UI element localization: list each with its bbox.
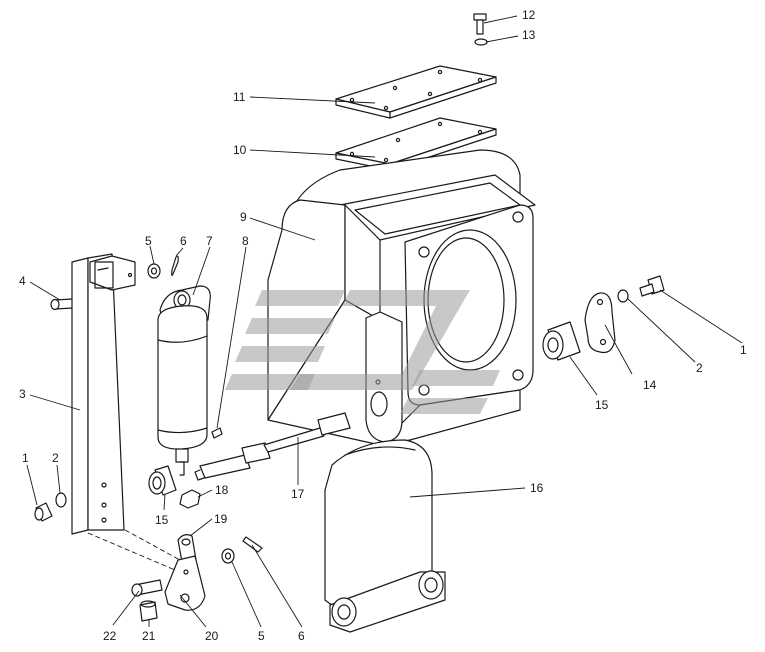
part-1-bolt-left	[34, 502, 53, 522]
part-15-bushing-left	[148, 465, 177, 496]
label-15-left: 15	[155, 513, 169, 527]
part-9-housing	[267, 149, 536, 446]
label-18: 18	[215, 483, 229, 497]
label-5-upper: 5	[145, 234, 152, 248]
part-15-bushing-right	[542, 321, 581, 361]
part-2-washer-left	[55, 492, 67, 508]
watermark-logo	[225, 290, 500, 414]
label-16: 16	[530, 481, 544, 495]
label-1-left: 1	[22, 451, 29, 465]
part-labels: 12 13 11 10 9 5 6 7 8 4 3 1 2 15 18 19 1…	[19, 8, 747, 643]
part-18-nut	[179, 489, 201, 509]
label-5-lower: 5	[258, 629, 265, 643]
part-14-flange	[584, 292, 616, 354]
part-22-bolt	[131, 579, 163, 597]
part-7-cylinder	[157, 285, 211, 476]
part-13-washer	[474, 38, 488, 46]
part-8-pin	[211, 427, 223, 439]
part-21-bushing	[139, 600, 158, 622]
label-21: 21	[142, 629, 156, 643]
part-2-washer-right	[617, 289, 629, 303]
label-1-right: 1	[740, 343, 747, 357]
part-16-link-plate	[324, 439, 446, 633]
part-17-rod	[194, 412, 351, 481]
label-13: 13	[522, 28, 536, 42]
part-3-support-rail	[71, 253, 136, 535]
label-19: 19	[214, 512, 228, 526]
part-20-lever	[164, 555, 206, 611]
label-2-right: 2	[696, 361, 703, 375]
label-10: 10	[233, 143, 247, 157]
label-3: 3	[19, 387, 26, 401]
assembly-line	[87, 532, 176, 571]
part-6-cotter-pin-lower	[242, 536, 263, 553]
label-14: 14	[643, 378, 657, 392]
label-22: 22	[103, 629, 117, 643]
part-1-bolt-right	[639, 275, 665, 297]
label-6-upper: 6	[180, 234, 187, 248]
label-11: 11	[233, 90, 246, 104]
part-5-washer-upper	[147, 263, 161, 279]
label-8: 8	[242, 234, 249, 248]
label-15-right: 15	[595, 398, 609, 412]
part-6-cotter-pin-upper	[171, 255, 179, 276]
label-12: 12	[522, 8, 536, 22]
assembly-line	[124, 529, 181, 561]
label-17: 17	[291, 487, 305, 501]
part-11-top-plate	[335, 65, 497, 119]
leader-lines	[26, 15, 743, 628]
label-20: 20	[205, 629, 219, 643]
part-5-washer-lower	[221, 548, 235, 564]
label-4: 4	[19, 274, 26, 288]
label-9: 9	[240, 210, 247, 224]
part-12-bolt	[473, 13, 487, 35]
label-2-left: 2	[52, 451, 59, 465]
label-7: 7	[206, 234, 213, 248]
label-6-lower: 6	[298, 629, 305, 643]
